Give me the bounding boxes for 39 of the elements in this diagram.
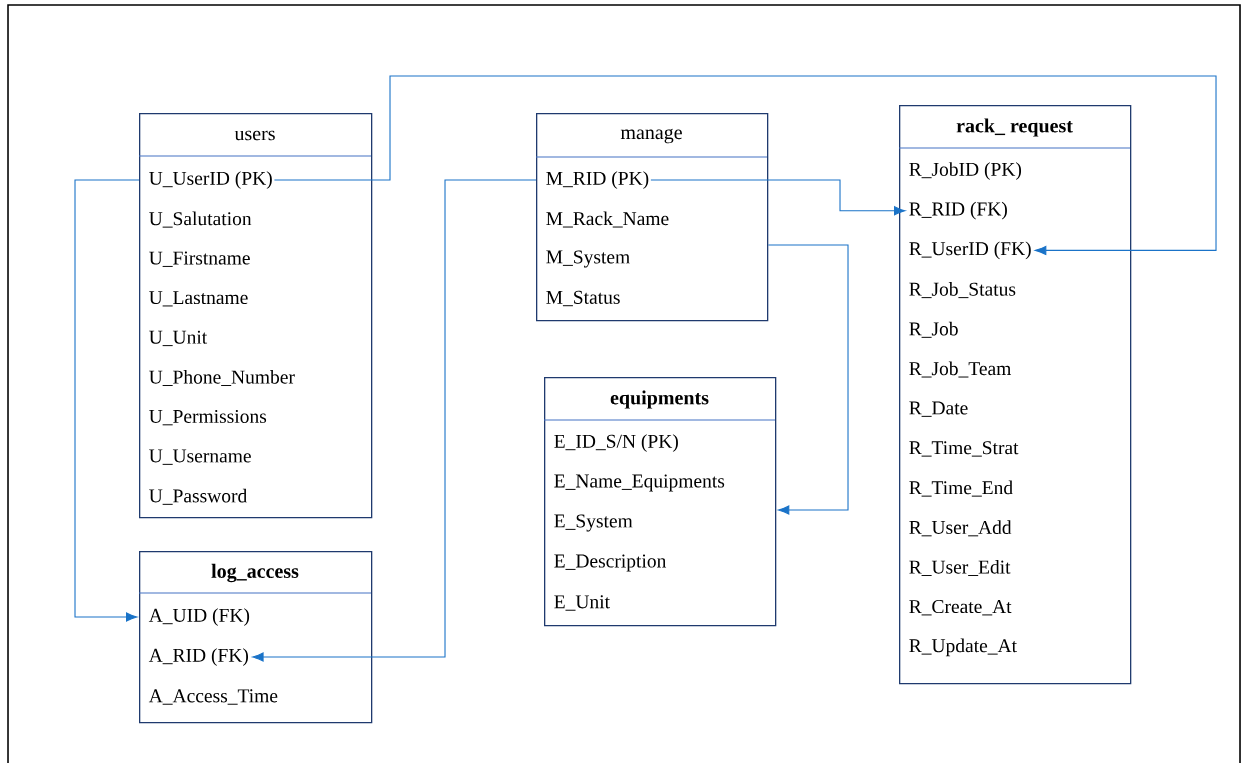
field-name: M_System (546, 250, 630, 268)
field-name: E_Description (554, 554, 667, 572)
field-name: R_Time_End (909, 480, 1013, 497)
field-name: U_Unit (149, 330, 208, 347)
field-name: R_Job_Status (909, 282, 1016, 299)
field-name: E_System (554, 514, 633, 532)
field-name: M_Rack_Name (546, 211, 669, 228)
field-name: R_User_Edit (909, 560, 1011, 576)
connector-arrow (650, 179, 906, 216)
field-name: A_Access_Time (148, 689, 278, 705)
field-name: R_Time_Strat (909, 441, 1019, 457)
field-name: U_Password (149, 488, 248, 505)
field-name: U_UserID (PK) (149, 171, 272, 189)
field-name: R_User_Add (909, 520, 1012, 537)
field-name: R_Create_At (909, 600, 1012, 616)
field-name: R_RID (FK) (909, 201, 1007, 220)
field-name: R_Job (909, 321, 958, 338)
connector-arrow (273, 75, 1217, 255)
field-name: M_RID (PK) (546, 171, 649, 189)
field-name: R_JobID (PK) (909, 162, 1022, 180)
field-name: U_Lastname (149, 291, 248, 307)
connector-arrow (252, 179, 537, 662)
field-name: E_Name_Equipments (554, 474, 725, 492)
field-name: U_Phone_Number (149, 370, 295, 386)
field-name: R_Update_At (909, 638, 1017, 657)
field-name: R_UserID (FK) (909, 241, 1031, 260)
field-name: U_Salutation (149, 211, 252, 228)
field-name: A_UID (FK) (148, 608, 250, 626)
field-name: E_Unit (554, 595, 610, 611)
connector-arrow (74, 179, 140, 622)
field-name: U_Permissions (149, 409, 267, 426)
field-name: U_Username (149, 449, 251, 465)
field-name: R_Date (909, 401, 968, 417)
field-name: R_Job_Team (909, 361, 1012, 378)
field-name: E_ID_S/N (PK) (554, 434, 678, 452)
field-name: A_RID (FK) (148, 648, 249, 666)
connector-arrow (767, 244, 849, 515)
field-name: U_Firstname (149, 251, 250, 267)
field-name: M_Status (546, 290, 620, 307)
